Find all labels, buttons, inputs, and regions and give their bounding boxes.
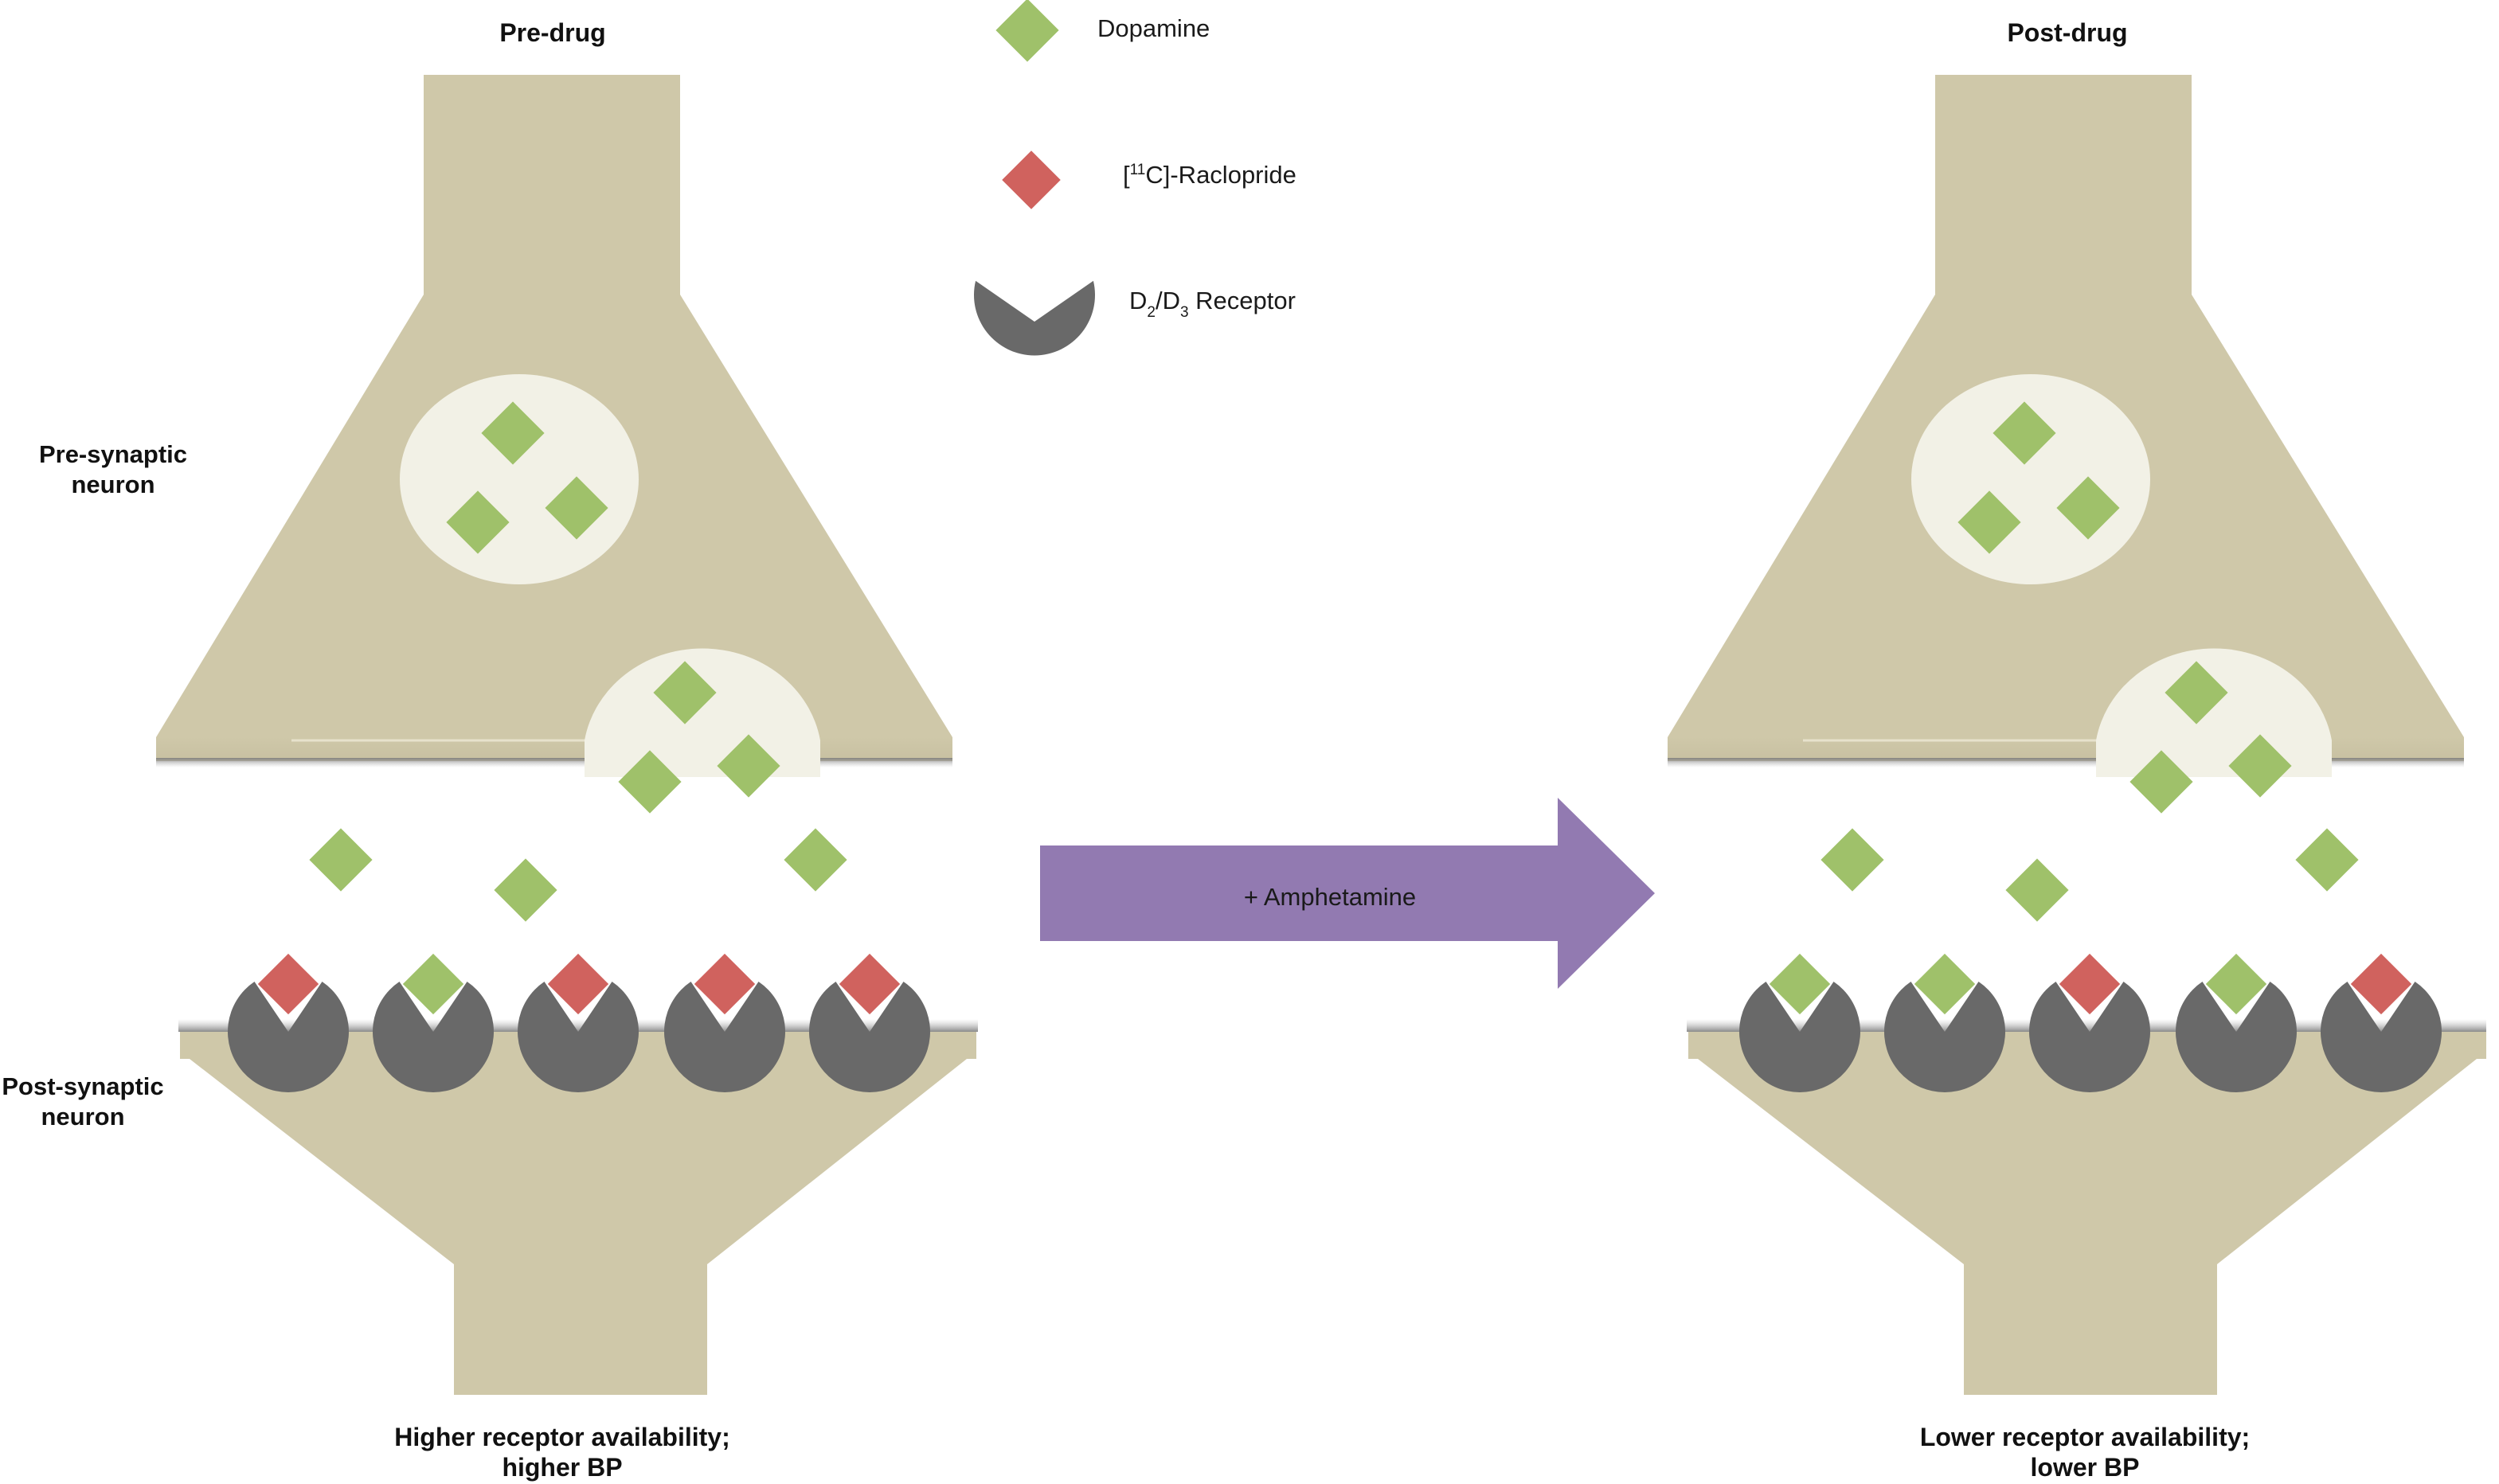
presynaptic-axon xyxy=(424,75,680,306)
d2-d3-receptor xyxy=(373,982,495,1093)
postsynaptic-terminal xyxy=(1688,1032,2486,1395)
dopamine-legend-icon xyxy=(995,0,1059,62)
pre-drug-caption-line1: Higher receptor availability; xyxy=(394,1423,729,1451)
dopamine-molecule xyxy=(1820,828,1884,892)
dopamine-molecule xyxy=(1914,953,1976,1015)
raclopride-molecule xyxy=(2059,953,2121,1015)
legend-dopamine: Dopamine xyxy=(995,0,1210,62)
presynaptic-membrane-shadow xyxy=(1668,758,2464,767)
raclopride-molecule xyxy=(694,953,756,1015)
vesicle-dopamine-group xyxy=(446,401,780,814)
d2-d3-receptor xyxy=(1739,982,1860,1093)
legend-raclopride: [11C]-Raclopride xyxy=(1002,150,1296,209)
vesicle xyxy=(1911,374,2150,584)
raclopride-molecule xyxy=(839,953,901,1015)
d2-d3-receptor xyxy=(228,982,349,1093)
dopamine-molecule xyxy=(309,828,373,892)
postsynaptic-label-line2: neuron xyxy=(41,1103,124,1131)
receptor-legend-icon xyxy=(974,280,1095,356)
legend-receptor: D2/D3 Receptor xyxy=(974,280,1296,356)
pre-drug-title: Pre-drug xyxy=(499,18,605,47)
dopamine-molecule xyxy=(402,953,464,1015)
docked-vesicle xyxy=(2096,648,2332,777)
dopamine-molecule xyxy=(545,476,608,540)
post-drug-caption-line2: lower BP xyxy=(2031,1453,2140,1482)
d2-d3-receptor xyxy=(663,982,785,1093)
arrow-label: + Amphetamine xyxy=(1244,883,1416,911)
dopamine-molecule xyxy=(481,401,545,465)
legend: Dopamine [11C]-Raclopride D2/D3 Receptor xyxy=(974,0,1296,356)
legend-receptor-label: D2/D3 Receptor xyxy=(1129,287,1296,321)
pre-drug-panel: Pre-drug Higher receptor availability; h… xyxy=(156,18,978,1482)
raclopride-molecule xyxy=(547,953,609,1015)
presynaptic-label-line1: Pre-synaptic xyxy=(39,440,187,468)
post-drug-title: Post-drug xyxy=(2007,18,2127,47)
receptor-row xyxy=(1739,953,2442,1093)
postsynaptic-label-line1: Post-synaptic xyxy=(2,1072,163,1100)
presynaptic-membrane-shadow xyxy=(156,758,952,767)
d2-d3-receptor xyxy=(1883,982,2005,1093)
dopamine-molecule xyxy=(618,750,682,814)
post-drug-caption-line1: Lower receptor availability; xyxy=(1920,1423,2250,1451)
d2-d3-receptor xyxy=(517,982,639,1093)
free-dopamine-group xyxy=(309,828,847,922)
dopamine-molecule xyxy=(717,734,780,798)
postsynaptic-terminal xyxy=(180,1032,976,1395)
dopamine-molecule xyxy=(653,661,717,724)
presynaptic-label-line2: neuron xyxy=(71,471,154,498)
dopamine-molecule xyxy=(2005,858,2069,922)
dopamine-molecule xyxy=(2205,953,2267,1015)
dopamine-molecule xyxy=(494,858,557,922)
arrow-shape xyxy=(1040,798,1655,989)
d2-d3-receptor xyxy=(2176,982,2297,1093)
dopamine-molecule xyxy=(2295,828,2359,892)
pre-drug-caption-line2: higher BP xyxy=(502,1453,622,1482)
legend-raclopride-label: [11C]-Raclopride xyxy=(1123,161,1296,189)
d2-d3-receptor xyxy=(2028,982,2150,1093)
presynaptic-axon xyxy=(1935,75,2192,306)
legend-dopamine-label: Dopamine xyxy=(1097,14,1210,42)
dopamine-molecule xyxy=(1769,953,1831,1015)
d2-d3-receptor xyxy=(2321,982,2442,1093)
vesicle xyxy=(400,374,639,584)
raclopride-molecule xyxy=(2350,953,2412,1015)
amphetamine-arrow: + Amphetamine xyxy=(1040,798,1655,989)
dopamine-molecule xyxy=(784,828,847,892)
dopamine-molecule xyxy=(446,490,510,554)
raclopride-legend-icon xyxy=(1002,150,1061,209)
d2-d3-receptor xyxy=(809,982,930,1093)
free-dopamine-group xyxy=(1820,828,2359,922)
docked-vesicle xyxy=(585,648,820,777)
post-drug-panel: Post-drug Lower receptor availability; l… xyxy=(1668,18,2486,1482)
